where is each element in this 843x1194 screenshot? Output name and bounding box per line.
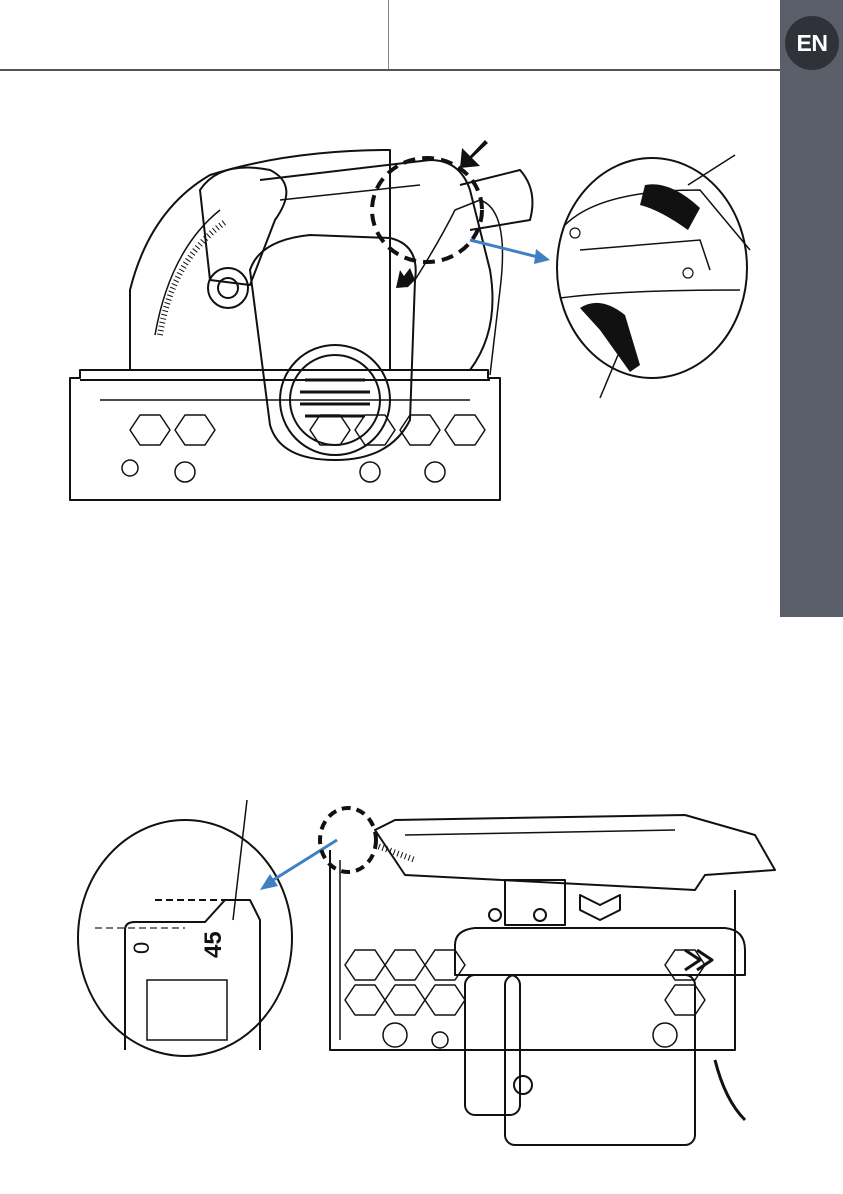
scale-label-zero: 0	[129, 942, 154, 954]
page-header	[0, 0, 780, 70]
language-side-tab	[780, 0, 843, 617]
figure-bottom-saw-bevel: 0 45	[75, 800, 785, 1160]
detail-magnifier-bottom: 0 45	[78, 800, 292, 1056]
detail-magnifier-top	[557, 155, 750, 398]
header-rule	[0, 69, 780, 71]
language-badge: EN	[785, 16, 839, 70]
header-divider-left	[388, 0, 389, 70]
figure-top-saw-detail	[60, 130, 760, 520]
scale-label-forty-five: 45	[200, 931, 227, 958]
